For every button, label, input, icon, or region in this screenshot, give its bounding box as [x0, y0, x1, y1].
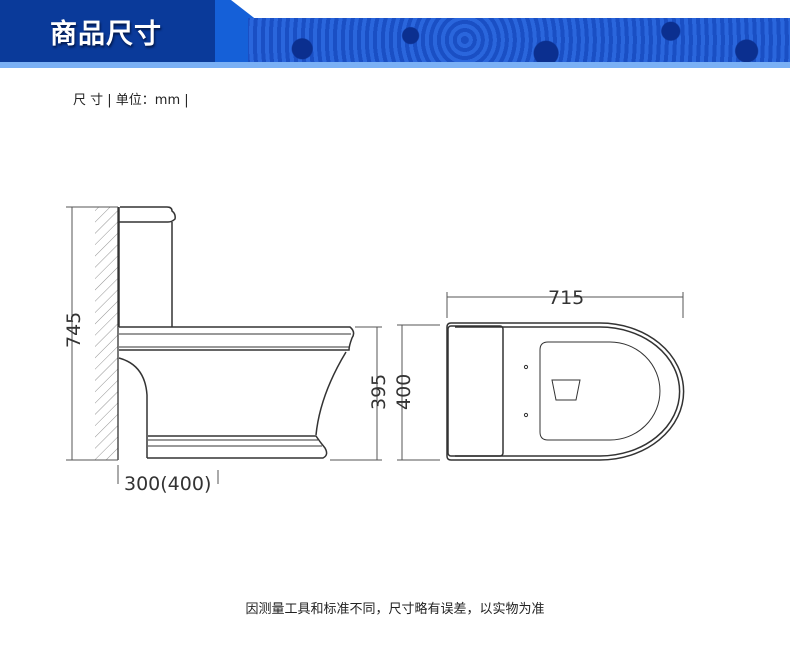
side-view	[95, 206, 355, 460]
header-background	[0, 0, 218, 62]
dimension-seat-height: 395	[368, 374, 390, 410]
dimension-total-seat-height: 400	[393, 374, 415, 410]
dimension-wall-distance: 300(400)	[124, 473, 211, 495]
top-view	[446, 322, 685, 461]
header-underline	[0, 62, 790, 68]
measurement-note: 因测量工具和标准不同，尺寸略有误差，以实物为准	[245, 602, 545, 617]
section-title: 商品尺寸	[50, 19, 162, 50]
header-pattern-banner	[248, 18, 790, 62]
units-label: 尺 寸 | 单位：mm |	[73, 93, 189, 108]
dimension-height: 745	[63, 312, 85, 348]
dimension-length: 715	[548, 287, 584, 309]
wall-hatch	[95, 207, 118, 460]
dimension-lines	[66, 206, 684, 484]
